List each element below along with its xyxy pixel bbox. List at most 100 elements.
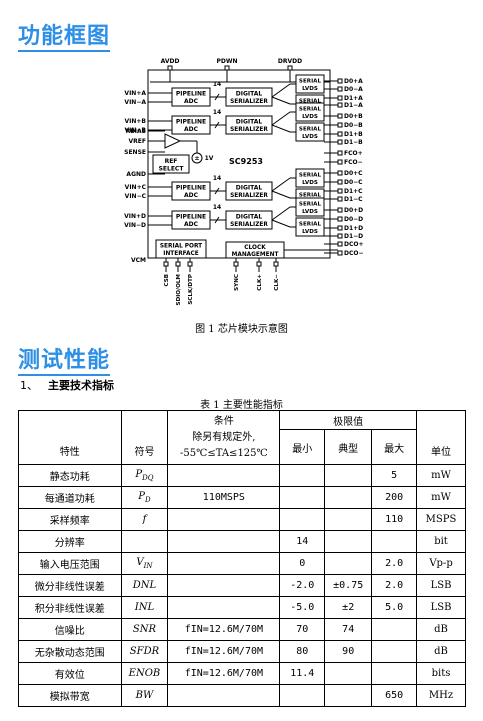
right-pin-label: D0+A: [344, 78, 363, 85]
adc-label: ADC: [184, 98, 199, 105]
cell-max: 5.0: [371, 596, 418, 619]
cell-typ: [324, 486, 373, 509]
header-unit: 单位: [416, 410, 466, 465]
bottom-pin-label: CLK+: [257, 274, 263, 291]
left-pin-label: VIN+C: [125, 184, 147, 191]
top-pin-label: AVDD: [161, 58, 180, 65]
subsection-number: 1、: [20, 379, 38, 392]
cell-condition: fIN=12.6M/70M: [167, 640, 281, 663]
lvds-label: LVDS: [302, 180, 318, 186]
serializer-lvds-wire: [271, 111, 291, 126]
lvds-label: LVDS: [302, 86, 318, 92]
cell-unit: Vp-p: [416, 552, 466, 575]
cell-max: 2.0: [371, 574, 418, 597]
bus-slash: [214, 216, 220, 224]
cell-condition: [167, 596, 281, 619]
pin-marker: [337, 179, 343, 185]
adc-label: ADC: [184, 126, 199, 133]
cell-symbol: SNR: [120, 618, 169, 641]
cell-max: 650: [371, 684, 418, 707]
pin-marker: [337, 78, 343, 84]
pin-marker: [175, 261, 181, 267]
cell-symbol: PD: [120, 486, 169, 509]
cell-param: 积分非线性误差: [18, 596, 122, 619]
cell-unit: mW: [416, 464, 466, 487]
cell-typ: [324, 508, 373, 531]
cell-unit: LSB: [416, 596, 466, 619]
pin-marker: [337, 159, 343, 165]
bottom-pin-label: CSB: [164, 274, 170, 287]
cell-typ: [324, 464, 373, 487]
bottom-pin-label: SCLK/DTP: [188, 274, 194, 305]
left-pin-label: RBIAS: [126, 128, 146, 135]
lvds-label: SERIAL: [299, 202, 322, 208]
serializer-lvds-wire: [271, 206, 291, 221]
cell-max: [371, 662, 418, 685]
right-pin-label: D0+B: [344, 113, 363, 120]
cell-min: [279, 486, 326, 509]
title-underline: [18, 374, 111, 376]
left-pin-label: VIN−D: [124, 222, 146, 229]
cell-condition: fIN=12.6M/70M: [167, 618, 281, 641]
adc-label: ADC: [184, 221, 199, 228]
cell-symbol: BW: [120, 684, 169, 707]
adc-label: PIPELINE: [176, 185, 206, 192]
lvds-label: SERIAL: [299, 127, 322, 133]
buffer-triangle: [164, 133, 182, 149]
left-pin-label: VIN+A: [124, 90, 146, 97]
clock-label: MANAGEMENT: [232, 252, 279, 258]
right-pin-label: DCO+: [344, 241, 364, 248]
serializer-lvds-wire: [271, 96, 291, 105]
pin-marker: [337, 139, 343, 145]
right-pin-label: D1−B: [344, 139, 363, 146]
left-pin-label: SENSE: [124, 149, 146, 156]
bus-width-label: 14: [213, 204, 221, 211]
lvds-label: SERIAL: [299, 222, 322, 228]
adc-label: ADC: [184, 192, 199, 199]
pin-marker: [287, 65, 293, 71]
left-pin-label: VIN+B: [125, 118, 147, 125]
pin-marker: [337, 86, 343, 92]
ref-select-block: [152, 154, 190, 174]
right-pin-label: D0+D: [344, 207, 363, 214]
chip-name: SC9253: [229, 157, 263, 166]
pin-marker: [337, 250, 343, 256]
cell-condition: [167, 684, 281, 707]
ref-voltage-label: 1V: [205, 155, 214, 162]
title-underline: [18, 50, 111, 52]
symbol-text: BW: [135, 690, 154, 701]
right-pin-label: DCO−: [344, 250, 364, 257]
symbol-text: PDQ: [135, 469, 154, 482]
cell-max: 5: [371, 464, 418, 487]
symbol-text: ENOB: [128, 668, 161, 679]
header-condition-line1: 除另有规定外,: [192, 431, 256, 443]
cell-unit: bit: [416, 530, 466, 553]
pin-marker: [167, 65, 173, 71]
symbol-text: DNL: [132, 580, 157, 591]
spec-table: 特性 符号 条件 除另有规定外, -55℃≤TA≤125℃ 极限值 单位 最小 …: [18, 410, 466, 707]
right-pin-label: D1+D: [344, 225, 363, 232]
lvds-label: SERIAL: [299, 107, 322, 113]
right-pin-label: FCO+: [344, 150, 363, 157]
cell-param: 模拟带宽: [18, 684, 122, 707]
section-title-test-performance: 测试性能: [18, 342, 111, 376]
right-pin-label: D0−A: [344, 86, 363, 93]
cell-unit: mW: [416, 486, 466, 509]
right-pin-label: D1−D: [344, 233, 363, 240]
pin-marker: [337, 113, 343, 119]
pin-marker: [337, 241, 343, 247]
pin-marker: [337, 102, 343, 108]
pin-marker: [337, 207, 343, 213]
serializer-label: DIGITAL: [236, 214, 263, 221]
cell-max: 2.0: [371, 552, 418, 575]
section-title-text: 测试性能: [18, 348, 111, 373]
cell-param: 无杂散动态范围: [18, 640, 122, 663]
cell-typ: [324, 552, 373, 575]
ref-label: SELECT: [159, 166, 185, 173]
serial-port-block: [155, 239, 207, 259]
cell-param: 每通道功耗: [18, 486, 122, 509]
